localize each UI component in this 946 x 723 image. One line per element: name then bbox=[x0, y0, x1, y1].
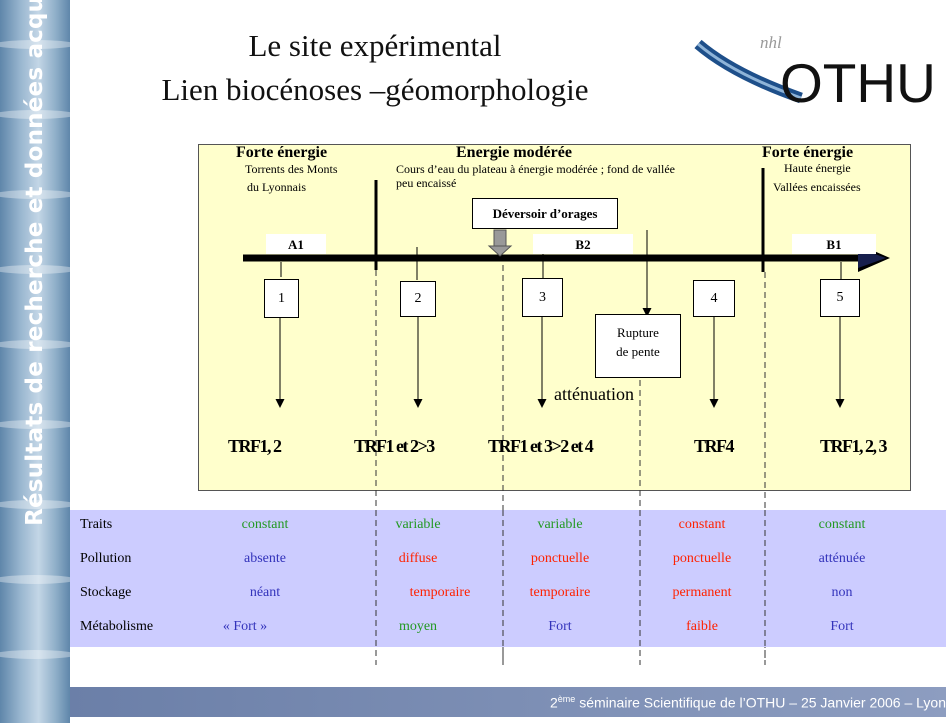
trf-label-3: TRF1 et 3>2 et 4 bbox=[488, 436, 594, 456]
page-title: Le site expérimental bbox=[248, 28, 502, 63]
cell-metabolisme-1: « Fort » bbox=[222, 619, 268, 634]
sidebar: Résultats de recherche et données acquis… bbox=[0, 0, 70, 723]
logo-text: OTHU bbox=[780, 52, 936, 114]
station-box-4: 4 bbox=[693, 280, 735, 317]
zone-left-sub1: Torrents des Monts bbox=[245, 162, 338, 176]
row-label-metabolisme: Métabolisme bbox=[80, 619, 154, 634]
label-b2: B2 bbox=[533, 234, 633, 254]
cell-metabolisme-4: faible bbox=[686, 619, 718, 634]
station-box-5: 5 bbox=[820, 279, 860, 317]
logo-small-text: nhl bbox=[760, 33, 782, 52]
cell-stockage-4: permanent bbox=[672, 585, 732, 600]
cell-traits-2: variable bbox=[395, 517, 441, 532]
cell-pollution-1: absente bbox=[244, 551, 286, 566]
cell-traits-3: variable bbox=[537, 517, 583, 532]
cell-stockage-2: temporaire bbox=[409, 585, 471, 600]
zone-right-sub2: Vallées encaissées bbox=[773, 180, 861, 194]
trf-label-2: TRF1 et 2>3 bbox=[354, 436, 435, 456]
cell-metabolisme-2: moyen bbox=[398, 619, 438, 634]
zone-right-title: Forte énergie bbox=[762, 144, 854, 161]
row-label-traits: Traits bbox=[80, 517, 113, 532]
station-box-1: 1 bbox=[264, 279, 299, 318]
trf-label-4: TRF4 bbox=[694, 436, 735, 456]
cell-pollution-4: ponctuelle bbox=[672, 551, 732, 566]
cell-traits-4: constant bbox=[678, 517, 726, 532]
label-b1: B1 bbox=[792, 234, 876, 254]
rupture-line1: Rupture bbox=[617, 325, 659, 340]
trf-label-1: TRF1, 2 bbox=[228, 436, 282, 456]
rupture-box: Rupture de pente bbox=[595, 314, 681, 378]
othu-logo: nhl OTHU bbox=[683, 22, 943, 122]
cell-pollution-5: atténuée bbox=[818, 551, 866, 566]
cell-stockage-1: néant bbox=[249, 585, 281, 600]
attenuation-label: atténuation bbox=[554, 384, 634, 404]
cell-metabolisme-3: Fort bbox=[548, 619, 572, 634]
zone-left-title: Forte énergie bbox=[236, 144, 328, 161]
label-a1: A1 bbox=[266, 234, 326, 254]
rupture-line2: de pente bbox=[616, 344, 660, 359]
cell-pollution-2: diffuse bbox=[398, 551, 438, 566]
trf-label-5: TRF1, 2, 3 bbox=[820, 436, 888, 456]
row-label-stockage: Stockage bbox=[80, 585, 132, 600]
station-box-2: 2 bbox=[400, 281, 436, 317]
cell-traits-1: constant bbox=[241, 517, 289, 532]
zone-right-sub1: Haute énergie bbox=[784, 161, 851, 175]
station-box-3: 3 bbox=[522, 278, 563, 317]
cell-traits-5: constant bbox=[818, 517, 866, 532]
footer-text: 2ème séminaire Scientifique de l’OTHU – … bbox=[550, 694, 946, 711]
page-subtitle: Lien biocénoses –géomorphologie bbox=[161, 72, 589, 107]
footer-bar: 2ème séminaire Scientifique de l’OTHU – … bbox=[70, 687, 946, 717]
zone-left-sub2: du Lyonnais bbox=[247, 180, 306, 194]
cell-pollution-3: ponctuelle bbox=[530, 551, 590, 566]
row-label-pollution: Pollution bbox=[80, 551, 132, 566]
cell-stockage-3: temporaire bbox=[529, 585, 591, 600]
zone-middle-sub1: Cours d’eau du plateau à énergie modérée… bbox=[396, 162, 675, 176]
cell-metabolisme-5: Fort bbox=[830, 619, 854, 634]
deversoir-label: Déversoir d’orages bbox=[472, 198, 618, 229]
cell-stockage-5: non bbox=[831, 585, 853, 600]
zone-middle-title: Energie modérée bbox=[456, 144, 572, 161]
zone-middle-sub2: peu encaissé bbox=[396, 176, 457, 190]
characteristics-table bbox=[70, 510, 946, 647]
